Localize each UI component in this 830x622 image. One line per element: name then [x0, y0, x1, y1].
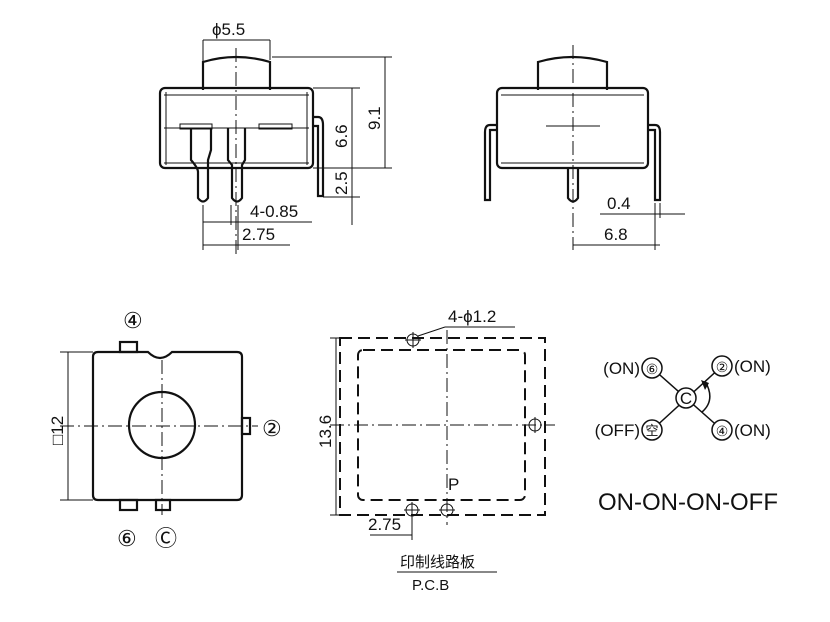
- dim-total-height: 9.1: [365, 106, 384, 130]
- pcb-caption-en: P.C.B: [412, 577, 449, 594]
- pos6-circle-label: ⑥: [646, 361, 659, 377]
- pcb-holes: [404, 332, 542, 518]
- dim-terminal-span: 6.8: [604, 225, 628, 244]
- pcb-mark-p: P: [448, 475, 459, 494]
- pos6-state: (ON): [603, 359, 640, 378]
- dim-body-size: □12: [48, 416, 67, 445]
- dim-pcb-height: 13.6: [316, 415, 335, 448]
- pos2-circle-label: ②: [716, 359, 729, 375]
- dim-pin-length: 2.5: [332, 171, 351, 195]
- side-view-left: ϕ5.5 9.1 6.6 2.5 4-0.85 2.75: [158, 20, 392, 255]
- switch-schematic: C ⑥ ② ④ 空 (ON) (ON) (ON) (OFF) ON-ON-ON-…: [595, 355, 778, 516]
- pcb-layout: 4-ϕ1.2 13.6 P 2.75 印制线路板 P.C.B: [316, 307, 555, 594]
- pin-label-2: ②: [262, 416, 282, 441]
- dim-pcb-pitch: 2.75: [368, 515, 401, 534]
- common-terminal: C: [680, 389, 692, 408]
- pos4-state: (ON): [734, 421, 771, 440]
- switch-sequence: ON-ON-ON-OFF: [598, 489, 778, 516]
- pos4-circle-label: ④: [716, 423, 729, 439]
- dim-pin-pitch: 2.75: [242, 225, 275, 244]
- pin-label-4: ④: [123, 308, 143, 333]
- pin-label-6: ⑥: [117, 526, 137, 551]
- dim-hole-diameter: 4-ϕ1.2: [448, 307, 496, 326]
- pos2-state: (ON): [734, 357, 771, 376]
- posoff-state: (OFF): [595, 421, 640, 440]
- dim-body-height: 6.6: [332, 124, 351, 148]
- dim-terminal-thickness: 0.4: [607, 194, 631, 213]
- pcb-caption-cn: 印制线路板: [400, 553, 475, 571]
- top-view: □12 ④ ② ⑥ Ⓒ: [48, 308, 282, 551]
- dim-pin-width: 4-0.85: [250, 202, 298, 221]
- side-view-right: 0.4 6.8: [483, 45, 685, 250]
- posoff-circle-label: 空: [645, 423, 658, 438]
- dim-button-diameter: ϕ5.5: [212, 20, 245, 39]
- pin-label-c: Ⓒ: [155, 526, 177, 551]
